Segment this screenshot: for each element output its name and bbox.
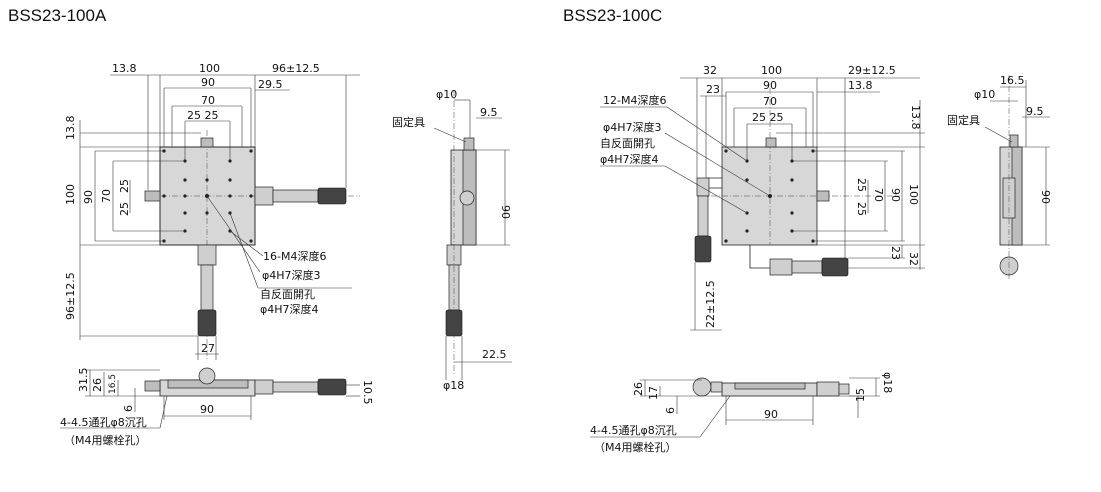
dim-side-9-5-a: 9.5 (480, 106, 498, 119)
dim-right-23-c: 23 (889, 246, 902, 260)
fixer-c (1009, 134, 1019, 148)
dim-left-13-8-a: 13.8 (64, 116, 77, 141)
dim-32-c: 32 (703, 64, 717, 77)
note-counterbore-depth-a: φ4H7深度4 (260, 302, 319, 316)
notes-c: 12-M4深度6 φ4H7深度3 自反面開孔 φ4H7深度4 (600, 93, 771, 214)
dim-front-26-c: 26 (632, 382, 645, 396)
dim-texts-top-c: 32 100 29±12.5 23 90 13.8 70 25 25 13.8 … (703, 64, 922, 328)
dim-25-25-c: 25 25 (752, 111, 784, 124)
dim-right-32-c: 32 (907, 252, 920, 266)
dim-front-6-a: 6 (122, 405, 135, 412)
lock-clamp-a (200, 137, 214, 148)
dim-side-22-5-a: 22.5 (482, 348, 507, 361)
dim-100-a: 100 (199, 62, 220, 75)
note-mount-c: 4-4.5通孔φ8沉孔 (590, 424, 677, 437)
dim-texts-top-a: 13.8 100 96±12.5 90 29.5 70 25 25 13.8 1… (64, 62, 320, 355)
dim-left-25a-a: 25 (118, 179, 131, 193)
dim-left-100-a: 100 (64, 184, 77, 205)
dim-right-70-c: 70 (872, 188, 885, 202)
side-clamp-a (144, 190, 161, 202)
dim-front-17-c: 17 (647, 386, 660, 400)
dim-front-phi18-c: φ18 (881, 372, 894, 393)
dim-29-c: 29±12.5 (848, 64, 896, 77)
dim-front-31-5-a: 31.5 (77, 368, 90, 393)
drawing-c: 32 100 29±12.5 23 90 13.8 70 25 25 13.8 … (590, 64, 1052, 454)
dim-side-90-a: 90 (499, 205, 512, 219)
dim-23-c: 23 (706, 83, 720, 96)
note-pin-c: φ4H7深度3 (603, 120, 662, 134)
dim-side-90-c: 90 (1039, 190, 1052, 204)
dim-90-a: 90 (201, 76, 215, 89)
dim-left-96-a: 96±12.5 (64, 272, 77, 320)
side-clamp-c (816, 190, 830, 202)
drawing-title-c: BSS23-100C (563, 6, 663, 25)
lock-clamp-c (765, 137, 777, 148)
note-counterbore-depth-c: φ4H7深度4 (600, 152, 659, 166)
dim-right-25a-c: 25 (855, 178, 868, 192)
dim-front-15-c: 15 (854, 388, 867, 402)
note-mount-a: 4-4.5通孔φ8沉孔 (60, 416, 147, 429)
dim-70-c: 70 (763, 95, 777, 108)
dim-side-16-5-c: 16.5 (1000, 74, 1025, 87)
dim-right-90-c: 90 (889, 188, 902, 202)
notes-a: 16-M4深度6 φ4H7深度3 自反面開孔 φ4H7深度4 (206, 195, 352, 316)
dim-front-90-c: 90 (764, 408, 778, 421)
dim-70-a: 70 (201, 94, 215, 107)
dim-13-8-a: 13.8 (112, 62, 137, 75)
dim-left-25b-a: 25 (118, 202, 131, 216)
dim-front-26-a: 26 (91, 378, 104, 392)
dims-top-a (79, 74, 360, 360)
top-view-a (144, 130, 360, 360)
dim-side-phi10-c: φ10 (974, 88, 995, 101)
note-tapped-c: 12-M4深度6 (603, 93, 666, 107)
dims-top-c (680, 77, 925, 331)
dim-left-22-c: 22±12.5 (704, 280, 717, 328)
y-micrometer-a (197, 244, 217, 337)
fixer-a (463, 137, 475, 151)
side-view-a: φ10 9.5 90 22.5 φ18 固定具 (392, 88, 512, 392)
y-micrometer-c (694, 177, 722, 263)
dim-right-13-8-c: 13.8 (909, 105, 922, 130)
dim-front-10-5-a: 10.5 (361, 380, 374, 405)
note-pin-a: φ4H7深度3 (262, 268, 321, 282)
dim-100-c: 100 (761, 64, 782, 77)
drawing-title-a: BSS23-100A (8, 6, 107, 25)
x-micrometer-a (254, 186, 347, 206)
side-view-c: 16.5 φ10 9.5 90 固定具 (947, 74, 1052, 280)
dim-left-70-a: 70 (100, 189, 113, 203)
note-tapped-a: 16-M4深度6 (263, 249, 326, 263)
dim-side-phi10-a: φ10 (436, 88, 457, 101)
front-view-c: 26 17 6 90 15 φ18 4-4.5通孔φ8沉孔 （M4用螺栓孔） (590, 372, 894, 454)
note-mount-bolt-c: （M4用螺栓孔） (594, 440, 677, 454)
dim-13-8-c: 13.8 (848, 79, 873, 92)
dim-front-6-c: 6 (664, 407, 677, 414)
dim-side-9-5-c: 9.5 (1026, 105, 1044, 118)
dim-side-phi18-a: φ18 (443, 379, 464, 392)
dim-29-5-a: 29.5 (258, 78, 283, 91)
note-fixer-a: 固定具 (392, 115, 425, 129)
dim-90-c: 90 (763, 79, 777, 92)
x-micrometer-c (749, 245, 849, 277)
drawing-a: 13.8 100 96±12.5 90 29.5 70 25 25 13.8 1… (60, 62, 512, 447)
note-fixer-c: 固定具 (947, 113, 980, 127)
dim-left-90-a: 90 (82, 190, 95, 204)
note-mount-bolt-a: （M4用螺栓孔） (64, 433, 147, 447)
note-counterbore-a: 自反面開孔 (260, 288, 315, 301)
mounting-holes-c (724, 149, 815, 243)
dim-27-a: 27 (201, 342, 215, 355)
dim-front-16-5-a: 16.5 (108, 374, 118, 394)
front-view-a: 31.5 26 16.5 6 10.5 90 4-4.5通孔φ8沉孔 （M4用螺… (60, 368, 374, 447)
dim-front-90-a: 90 (200, 403, 214, 416)
dim-96-a: 96±12.5 (272, 62, 320, 75)
dim-right-25b-c: 25 (855, 202, 868, 216)
note-counterbore-c: 自反面開孔 (600, 137, 655, 150)
dim-right-100-c: 100 (907, 184, 920, 205)
dim-25-25-a: 25 25 (187, 109, 219, 122)
